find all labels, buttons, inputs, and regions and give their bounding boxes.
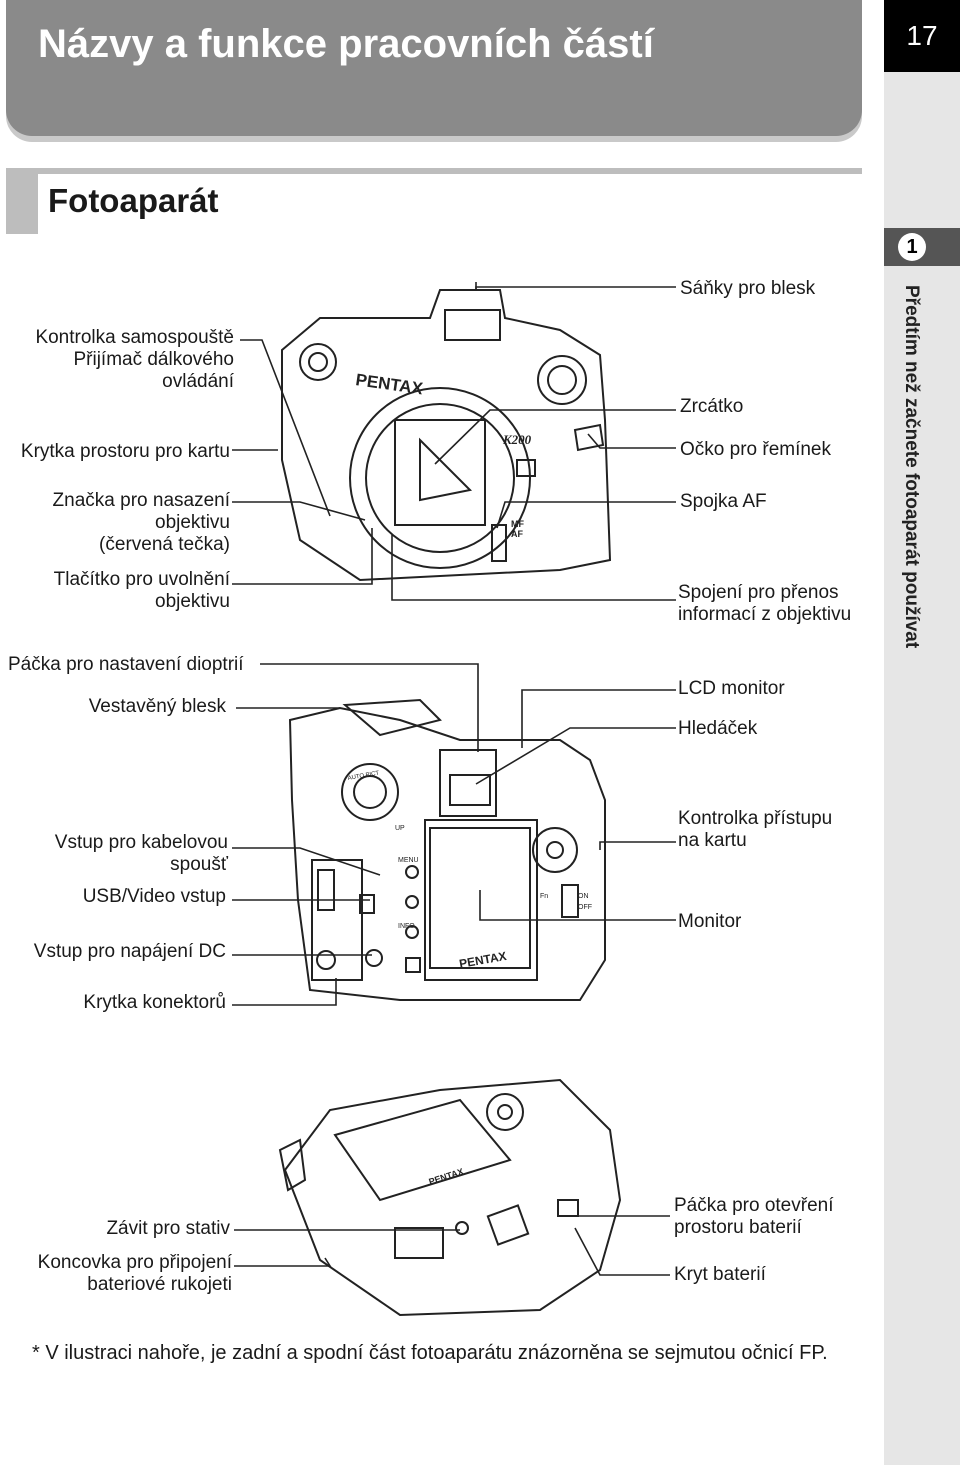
label-mirror: Zrcátko <box>680 396 744 417</box>
label-cable-release: Vstup pro kabelovou spoušť <box>55 832 228 876</box>
label-viewfinder: Hledáček <box>678 718 758 739</box>
label-line: objektivu <box>155 591 230 612</box>
label-battery-grip-terminal: Koncovka pro připojení bateriové rukojet… <box>38 1252 232 1296</box>
page-number: 17 <box>884 0 960 72</box>
menu-label: MENU <box>398 857 419 864</box>
label-line: ovládání <box>162 371 234 392</box>
label-line: Vstup pro kabelovou <box>54 832 228 853</box>
off-label: OFF <box>578 904 592 911</box>
label-battery-cover: Kryt baterií <box>674 1264 766 1285</box>
back-view-illustration: PENTAX MENU INFO Fn UP ON OFF AUTO PICT <box>288 698 606 1001</box>
leader-lines <box>232 282 676 1276</box>
label-hot-shoe: Sáňky pro blesk <box>680 278 816 299</box>
label-card-access-lamp: Kontrolka přístupu na kartu <box>678 808 832 852</box>
label-lcd-monitor: LCD monitor <box>678 678 785 699</box>
label-line: Páčka pro otevření <box>674 1195 834 1216</box>
af-label: AF <box>511 529 523 539</box>
page-header: Názvy a funkce pracovních částí <box>6 0 862 136</box>
footnote: * V ilustraci nahoře, je zadní a spodní … <box>32 1342 828 1364</box>
label-line: spoušť <box>170 854 228 875</box>
fn-label: Fn <box>540 893 548 900</box>
label-lens-contacts: Spojení pro přenos informací z objektivu <box>678 582 851 626</box>
section-divider <box>6 168 862 174</box>
front-view-illustration: PENTAX K200 MF AF <box>281 289 612 582</box>
label-lens-mount-index: Značka pro nasazení objektivu (červená t… <box>53 490 230 556</box>
label-strap-lug: Očko pro řemínek <box>680 439 831 460</box>
section-marker <box>6 168 38 234</box>
label-self-timer-lamp: Kontrolka samospouště Přijímač dálkového… <box>35 327 234 393</box>
label-line: informací z objektivu <box>678 604 852 625</box>
label-dc-input: Vstup pro napájení DC <box>33 941 226 962</box>
bottom-view-illustration: PENTAX <box>278 1078 622 1317</box>
label-line: (červená tečka) <box>99 534 230 555</box>
chapter-tab: 1 <box>884 228 960 266</box>
page-title: Názvy a funkce pracovních částí <box>38 22 654 66</box>
label-line: Kontrolka přístupu <box>678 808 833 829</box>
model-label: K200 <box>502 432 532 447</box>
sidebar <box>884 0 960 1465</box>
up-label: UP <box>395 825 405 832</box>
label-line: Koncovka pro připojení <box>37 1252 232 1273</box>
label-line: bateriové rukojeti <box>87 1274 232 1295</box>
label-line: Tlačítko pro uvolnění <box>53 569 230 590</box>
mf-label: MF <box>511 519 524 529</box>
label-usb-video: USB/Video vstup <box>82 886 226 907</box>
label-built-in-flash: Vestavěný blesk <box>88 696 226 717</box>
label-line: Značka pro nasazení <box>52 490 230 511</box>
label-line: Kontrolka samospouště <box>35 327 234 348</box>
label-line: prostoru baterií <box>674 1217 802 1238</box>
section-title: Fotoaparát <box>48 182 219 219</box>
info-label: INFO <box>398 923 415 930</box>
label-line: objektivu <box>155 512 230 533</box>
label-line: Přijímač dálkového <box>73 349 234 370</box>
label-card-cover: Krytka prostoru pro kartu <box>20 441 230 462</box>
label-line: Spojení pro přenos <box>678 582 839 603</box>
label-monitor: Monitor <box>678 911 742 932</box>
on-label: ON <box>578 893 589 900</box>
label-lens-release-button: Tlačítko pro uvolnění objektivu <box>54 569 230 613</box>
label-line: na kartu <box>678 830 747 851</box>
chapter-title: Předtím než začnete fotoaparát používat <box>901 285 922 649</box>
label-af-coupler: Spojka AF <box>680 491 767 512</box>
label-terminal-cover: Krytka konektorů <box>83 992 226 1013</box>
camera-illustrations: PENTAX K200 MF AF PE <box>232 282 676 1317</box>
auto-pict-label: AUTO PICT <box>347 770 380 782</box>
chapter-number: 1 <box>898 233 926 261</box>
label-diopter-lever: Páčka pro nastavení dioptrií <box>8 654 244 675</box>
label-battery-lever: Páčka pro otevření prostoru baterií <box>674 1195 833 1239</box>
label-tripod-socket: Závit pro stativ <box>106 1218 230 1239</box>
